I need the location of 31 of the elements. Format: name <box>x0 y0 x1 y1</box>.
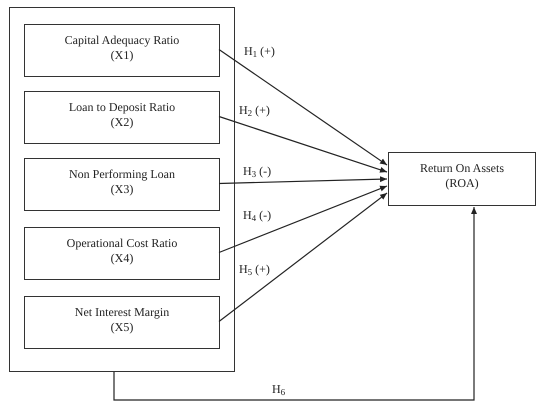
box-label: (X3) <box>110 182 134 197</box>
variable-box <box>24 24 220 77</box>
arrow <box>218 116 388 173</box>
edge-label: H$_{6}$ <box>272 382 286 396</box>
variable-box <box>24 91 220 144</box>
arrow <box>113 207 477 401</box>
arrow <box>218 49 388 166</box>
arrow <box>218 176 388 184</box>
edge-label: H$_{5}$ (+) <box>239 262 270 276</box>
arrow <box>218 192 388 322</box>
box-label: Net Interest Margin <box>74 305 170 320</box>
box-label: Non Performing Loan <box>69 167 175 182</box>
box-label: (X5) <box>110 320 134 335</box>
box-label: Capital Adequacy Ratio <box>64 33 180 48</box>
edge-label: H$_{2}$ (+) <box>239 103 270 117</box>
box-label: (X1) <box>110 48 134 63</box>
box-label: (X4) <box>110 251 134 266</box>
variable-box <box>24 227 220 280</box>
group-box <box>9 7 235 372</box>
box-label: (X2) <box>110 115 134 130</box>
edge-label: H$_{4}$ (-) <box>243 208 272 222</box>
variable-box <box>388 152 536 206</box>
variable-box <box>24 158 220 211</box>
box-label: Loan to Deposit Ratio <box>68 100 176 115</box>
variable-box <box>24 296 220 349</box>
box-label: (ROA) <box>445 176 479 191</box>
box-label: Return On Assets <box>420 161 504 176</box>
edge-label: H$_{1}$ (+) <box>244 44 275 58</box>
arrow <box>218 185 388 254</box>
box-label: Operational Cost Ratio <box>66 236 178 251</box>
edge-label: H$_{3}$ (-) <box>243 164 272 178</box>
